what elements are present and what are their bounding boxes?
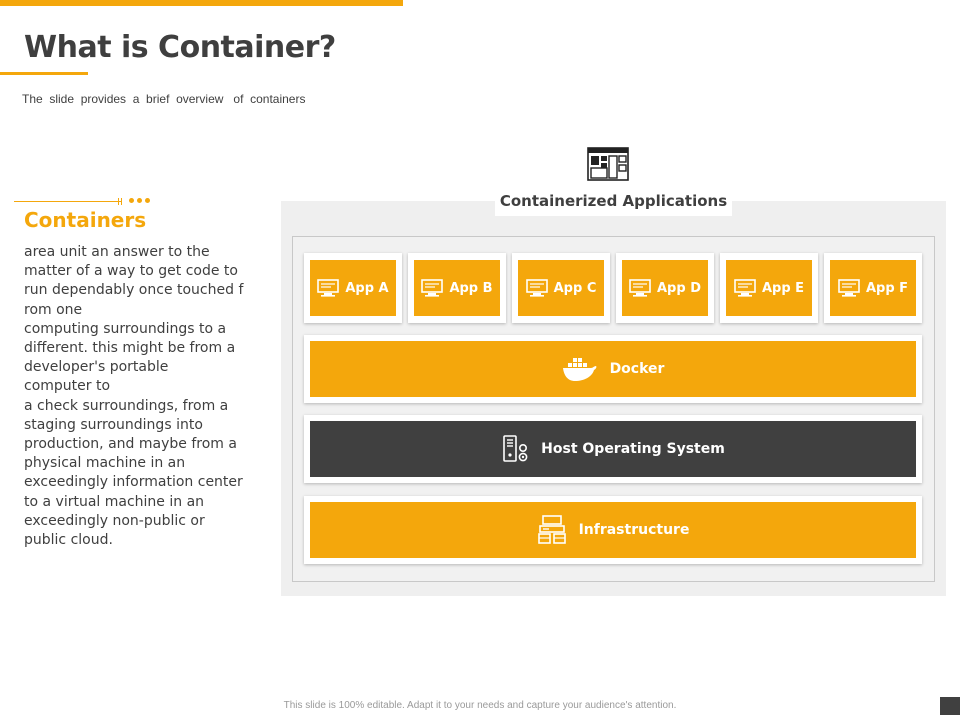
monitor-icon [317,279,340,297]
description-line: staging surroundings into [24,416,203,433]
app-card-a: App A [304,253,402,323]
app-label: App C [553,280,597,296]
app-card-d: App D [616,253,714,323]
app-label: App F [865,280,909,296]
containers-app-icon [587,147,629,181]
infrastructure-label: Infrastructure [578,522,690,538]
top-accent-bar [0,0,403,6]
diagram-title: Containerized Applications [495,186,732,216]
docker-label: Docker [609,361,665,377]
docker-whale-icon [562,358,596,381]
description-line: matter of a way to get code to [24,263,238,280]
app-card-b: App B [408,253,506,323]
infrastructure-icon [537,515,566,544]
app-card-e: App E [720,253,818,323]
heading-decoration-dot [145,198,150,203]
footer-note: This slide is 100% editable. Adapt it to… [283,700,677,711]
monitor-icon [421,279,444,297]
description-line: area unit an answer to the [24,244,210,260]
slide-title: What is Container? [24,30,336,65]
server-gear-icon [503,435,528,462]
heading-decoration-line [14,201,122,202]
monitor-icon [734,279,756,297]
app-label: App E [761,280,805,296]
description-line: physical machine in an [24,455,186,472]
description-line: to a virtual machine in an [24,493,205,510]
containers-heading: Containers [24,208,147,232]
description-line: computing surroundings to a [24,320,227,337]
description-line: different. this might be from a [24,340,236,357]
description-line: public cloud. [24,532,113,549]
infrastructure-layer: Infrastructure [304,496,922,564]
description-line: production, and maybe from a [24,436,237,453]
monitor-icon [838,279,860,297]
app-card-f: App F [824,253,922,323]
containers-description: area unit an answer to the matter of a wa… [24,243,246,550]
slide-subtitle: The slide provides a brief overview of c… [22,92,306,106]
app-label: App B [449,280,493,296]
description-line: a check surroundings, from a [24,397,229,414]
description-line: computer to [24,378,111,395]
docker-layer: Docker [304,335,922,403]
app-card-c: App C [512,253,610,323]
heading-decoration-dot [129,198,134,203]
host-os-layer: Host Operating System [304,415,922,483]
description-line: rom one [24,301,83,318]
description-line: developer's portable [24,359,169,376]
heading-decoration-tick [118,198,119,205]
monitor-icon [629,279,651,297]
corner-marker [940,697,960,715]
description-line: run dependably once touched f [24,282,244,299]
description-line: exceedingly information center [24,474,243,491]
app-label: App D [657,280,701,296]
host-os-label: Host Operating System [541,441,725,457]
heading-decoration-tick [121,198,122,205]
description-line: exceedingly non-public or [24,512,205,529]
heading-decoration-dot [137,198,142,203]
title-underline [0,72,88,75]
app-label: App A [345,280,389,296]
monitor-icon [525,279,548,297]
